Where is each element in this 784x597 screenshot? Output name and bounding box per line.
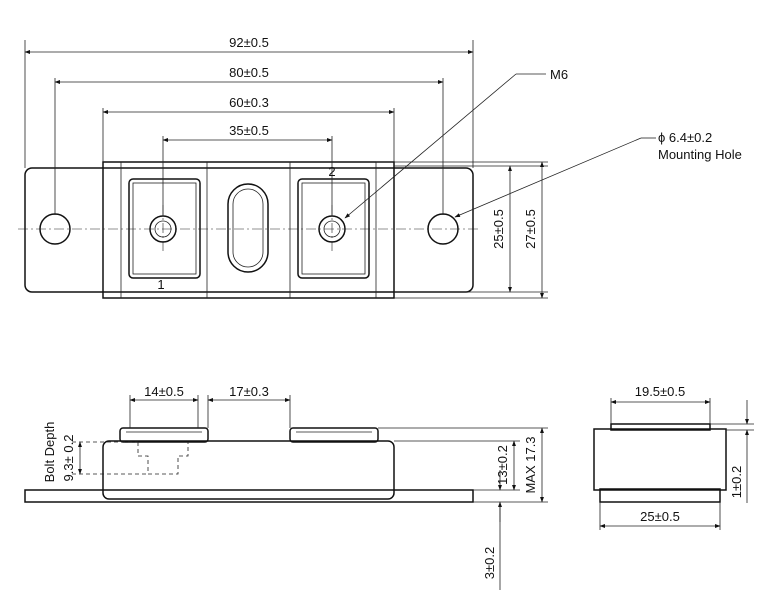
module-body: [102, 161, 395, 299]
dim-body-length: 60±0.3: [229, 95, 269, 110]
dim-bolt-depth: 9.3± 0.2: [61, 435, 76, 482]
dim-hole-spacing: 80±0.5: [229, 65, 269, 80]
dim-base-thickness: 3±0.2: [482, 547, 497, 579]
terminal-pad-2: [297, 178, 370, 279]
terminal-pad-1: [128, 178, 201, 279]
callout-thread-size: M6: [550, 67, 568, 82]
end-view: 19.5±0.5 25±0.5 1±0.2: [593, 384, 754, 530]
side-view: 14±0.5 17±0.3 9.3± 0.2 Bolt Depth 13±0.2…: [24, 384, 548, 590]
callout-hole-size: ϕ 6.4±0.2: [658, 130, 712, 145]
dim-inner-width: 25±0.5: [491, 209, 506, 249]
end-top-terminal: [610, 423, 711, 431]
terminal-label-1: 1: [157, 277, 164, 292]
dim-end-flange: 1±0.2: [729, 466, 744, 498]
dim-terminal-gap: 17±0.3: [229, 384, 269, 399]
dim-terminal-width: 14±0.5: [144, 384, 184, 399]
dim-overall-length: 92±0.5: [229, 35, 269, 50]
end-base: [599, 488, 721, 503]
top-view: 92±0.5 80±0.5 60±0.3 35±0.5 1 2 25±0.5 2…: [18, 35, 742, 299]
terminal-label-2: 2: [328, 164, 335, 179]
dim-terminal-spacing: 35±0.5: [229, 123, 269, 138]
bolt-depth-label: Bolt Depth: [42, 422, 57, 483]
side-body: [102, 440, 395, 500]
callout-hole-name: Mounting Hole: [658, 147, 742, 162]
dim-end-top-width: 19.5±0.5: [635, 384, 686, 399]
side-terminal-1: [119, 427, 209, 443]
end-body: [593, 428, 727, 491]
dim-max-height: MAX 17.3: [523, 436, 538, 493]
dim-body-height: 13±0.2: [495, 445, 510, 485]
dim-end-bottom-width: 25±0.5: [640, 509, 680, 524]
side-terminal-2: [289, 427, 379, 443]
dim-outer-width: 27±0.5: [523, 209, 538, 249]
base-plate: [24, 167, 474, 293]
side-base-plate: [24, 489, 474, 503]
center-slot: [227, 183, 269, 273]
